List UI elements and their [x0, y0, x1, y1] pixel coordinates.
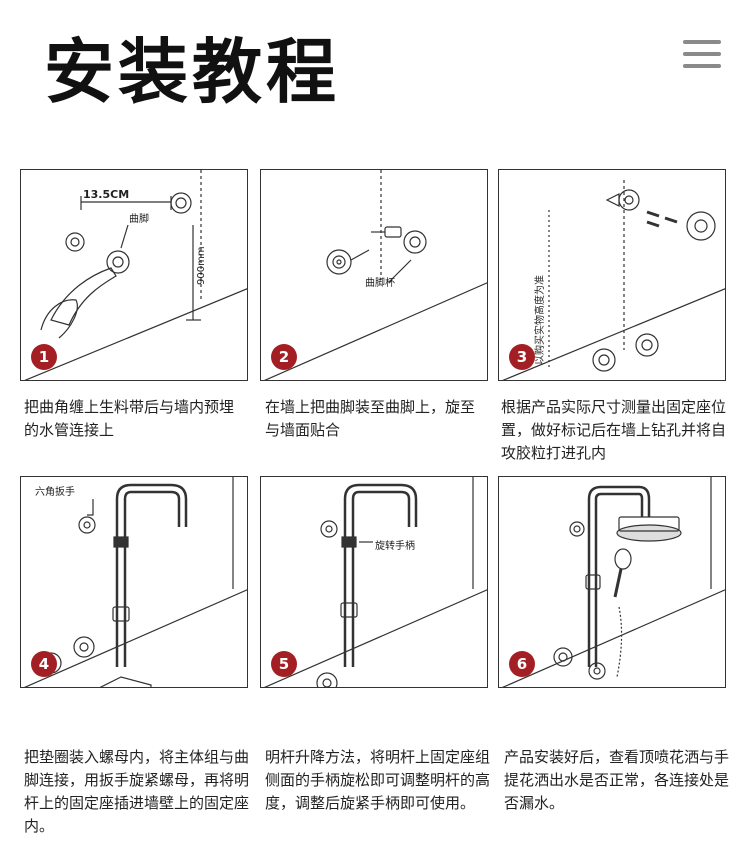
step-1-illustration: 13.5CM 曲脚 900mm 1 [20, 169, 248, 381]
step-3-badge: 3 [509, 344, 535, 370]
step-5-caption: 明杆升降方法，将明杆上固定座组侧面的手柄旋松即可调整明杆的高度，调整后旋紧手柄即… [265, 748, 491, 812]
step-6-illustration: 6 [498, 476, 726, 688]
part-label: 曲脚 [129, 212, 149, 225]
measure-note: 以购买实物高度为准 [533, 275, 546, 365]
height-label: 900mm [196, 246, 207, 285]
step-4-badge: 4 [31, 651, 57, 677]
hamburger-menu-icon[interactable] [683, 38, 721, 70]
step-3-caption: 根据产品实际尺寸测量出固定座位置，做好标记后在墙上钻孔并将自攻胶粒打进孔内 [501, 398, 727, 462]
spacing-label: 13.5CM [83, 188, 129, 201]
step-4-caption: 把垫圈装入螺母内，将主体组与曲脚连接，用扳手旋紧螺母，再将明杆上的固定座插进墙壁… [24, 748, 250, 835]
step-5-illustration: 旋转手柄 5 [260, 476, 488, 688]
step-2-illustration: 曲脚杯 2 [260, 169, 488, 381]
part-label: 曲脚杯 [365, 276, 395, 289]
page-title: 安装教程 [44, 31, 340, 113]
step-1-badge: 1 [31, 344, 57, 370]
handle-label: 旋转手柄 [375, 539, 415, 552]
step-2-caption: 在墙上把曲脚装至曲脚上，旋至与墙面贴合 [265, 398, 476, 439]
step-3-illustration: 以购买实物高度为准 3 [498, 169, 726, 381]
step-2-badge: 2 [271, 344, 297, 370]
tool-label: 六角扳手 [35, 485, 75, 498]
step-6-badge: 6 [509, 651, 535, 677]
step-4-illustration: 六角扳手 4 [20, 476, 248, 688]
step-1-caption: 把曲角缠上生料带后与墙内预埋的水管连接上 [24, 398, 235, 439]
step-5-badge: 5 [271, 651, 297, 677]
step-6-caption: 产品安装好后，查看顶喷花洒与手提花洒出水是否正常，各连接处是否漏水。 [504, 748, 730, 812]
